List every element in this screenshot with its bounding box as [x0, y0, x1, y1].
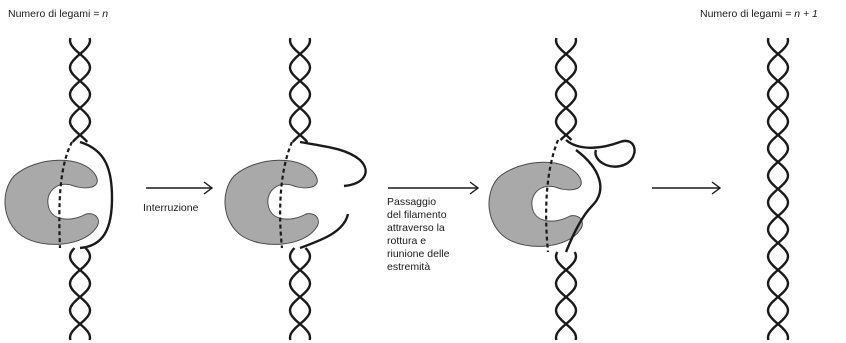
panel-cut-strand	[225, 38, 366, 340]
arrow-1	[146, 182, 212, 194]
dna-strand	[768, 38, 788, 340]
topoisomerase-enzyme	[489, 162, 582, 246]
start-link-number-value: n	[102, 8, 108, 20]
panel-initial-helix	[5, 38, 112, 340]
topoisomerase-enzyme	[225, 160, 318, 244]
upper-helix	[290, 38, 310, 142]
topoisomerase-enzyme	[5, 160, 98, 244]
upper-helix	[556, 38, 576, 140]
end-link-number-label: Numero di legami = n + 1	[700, 8, 818, 21]
arrow-2	[388, 182, 478, 194]
step-passage-label: Passaggio del filamento attraverso la ro…	[387, 196, 449, 274]
final-helix	[768, 38, 788, 340]
lower-helix	[70, 248, 90, 340]
panel-strand-passage	[489, 38, 635, 340]
upper-helix	[70, 38, 90, 142]
start-link-number-label: Numero di legami = n	[8, 8, 108, 21]
step-break-label: Interruzione	[143, 202, 198, 215]
dna-strand	[556, 252, 576, 340]
lower-helix	[290, 248, 310, 340]
panel-final-helix	[768, 38, 788, 340]
end-link-number-value: n + 1	[794, 8, 818, 20]
lower-helix	[556, 252, 576, 340]
passing-strand-loop	[566, 140, 635, 167]
arrow-3	[652, 182, 720, 194]
